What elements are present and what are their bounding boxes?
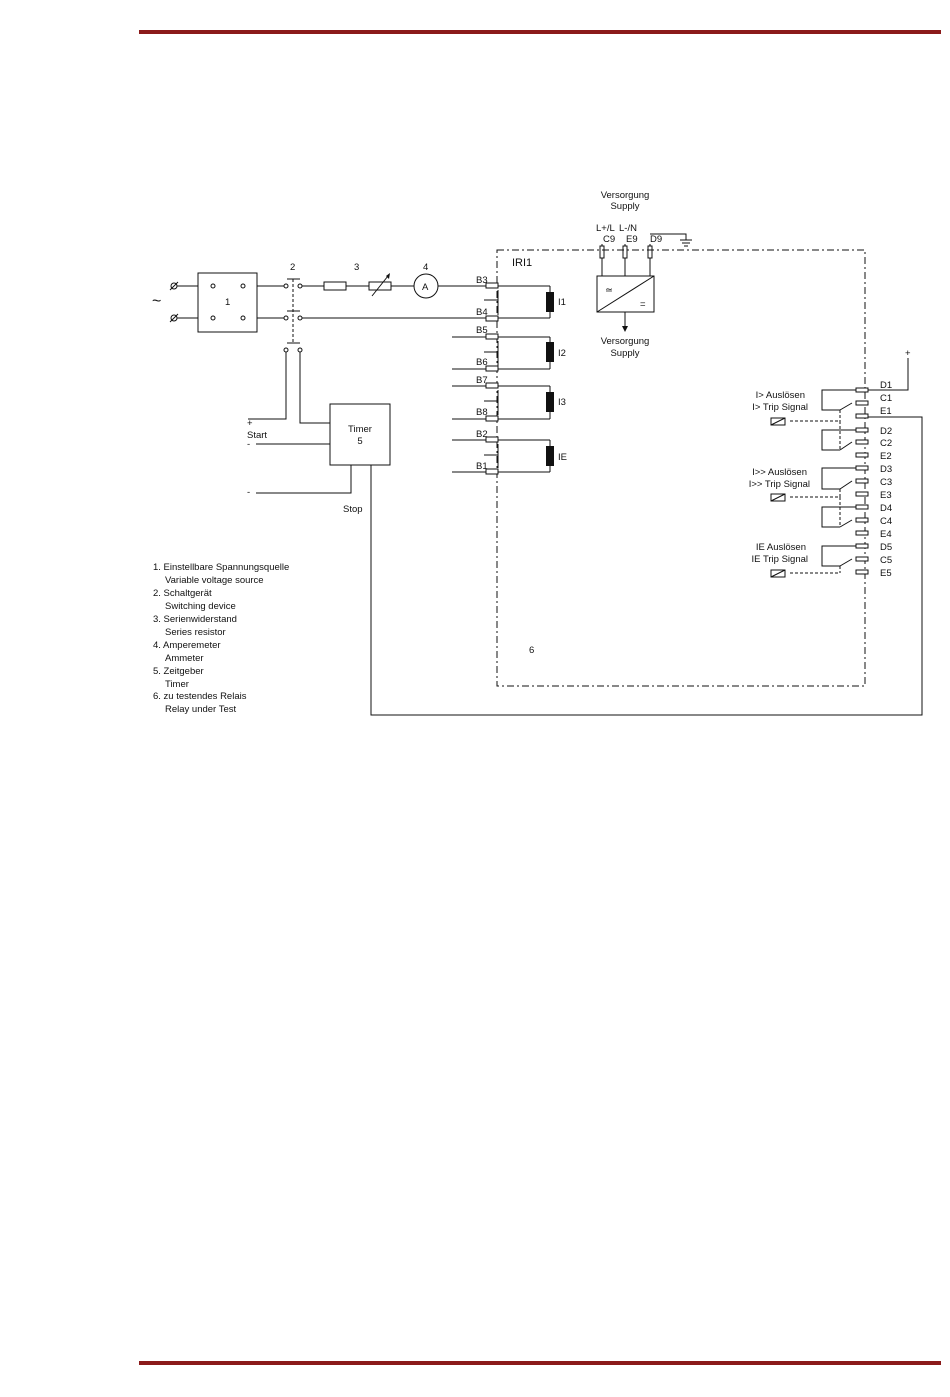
supply-top-label-en: Supply <box>610 201 639 212</box>
ie-label: IE <box>558 452 567 463</box>
resistor-number: 3 <box>354 262 359 273</box>
e2-label: E2 <box>880 451 892 462</box>
timer: Timer 5 <box>256 403 923 716</box>
legend-item-1: 1. Einstellbare Spannungsquelle <box>153 562 289 573</box>
d2-label: D2 <box>880 426 892 437</box>
relay-name: IRI1 <box>512 257 532 269</box>
legend-item-2: 2. Schaltgerät <box>153 588 212 599</box>
relay-number: 6 <box>529 645 534 656</box>
stop-minus: - <box>247 487 250 498</box>
ac-source-symbol: ~ <box>152 293 161 310</box>
e4-label: E4 <box>880 529 892 540</box>
output-contacts <box>770 358 909 578</box>
i3-label: I3 <box>558 397 566 408</box>
start-plus: + <box>247 418 253 429</box>
supply-wiring <box>599 233 692 276</box>
b4-label: B4 <box>476 307 488 318</box>
ammeter-number: 4 <box>423 262 428 273</box>
b5-label: B5 <box>476 325 488 336</box>
power-supply-converter: ≃ = <box>596 275 655 332</box>
legend-item-6-en: Relay under Test <box>165 704 236 715</box>
legend-item-2-en: Switching device <box>165 601 236 612</box>
trip3-en: IE Trip Signal <box>752 554 809 565</box>
legend-item-5-en: Timer <box>165 679 189 690</box>
top-rule <box>139 30 941 34</box>
main-circuit: A <box>248 273 486 424</box>
legend-item-4: 4. Amperemeter <box>153 640 221 651</box>
trip2-en: I>> Trip Signal <box>749 479 810 490</box>
c5-label: C5 <box>880 555 892 566</box>
ac-symbol: ≃ <box>605 285 613 296</box>
b8-label: B8 <box>476 407 488 418</box>
trip2-de: I>> Auslösen <box>752 467 807 478</box>
output-plus: + <box>905 348 911 359</box>
start-label: Start <box>247 430 267 441</box>
trip1-en: I> Trip Signal <box>752 402 808 413</box>
legend-item-6: 6. zu testendes Relais <box>153 691 247 702</box>
stop-label: Stop <box>343 504 363 515</box>
c2-label: C2 <box>880 438 892 449</box>
b2-label: B2 <box>476 429 488 440</box>
timer-label: Timer <box>348 424 372 435</box>
i1-label: I1 <box>558 297 566 308</box>
variable-voltage-source: 1 ~ <box>152 272 258 333</box>
source-number: 1 <box>225 297 230 308</box>
bottom-rule <box>139 1361 941 1365</box>
c1-label: C1 <box>880 393 892 404</box>
relay-boundary <box>496 249 866 687</box>
e5-label: E5 <box>880 568 892 579</box>
b3-label: B3 <box>476 275 488 286</box>
supply-bottom-label-en: Supply <box>610 348 639 359</box>
trip3-de: IE Auslösen <box>756 542 806 553</box>
d9-label: D9 <box>650 234 662 245</box>
legend-item-5: 5. Zeitgeber <box>153 666 204 677</box>
d3-label: D3 <box>880 464 892 475</box>
timer-number: 5 <box>357 436 362 447</box>
legend-item-3: 3. Serienwiderstand <box>153 614 237 625</box>
c9-label: C9 <box>603 234 615 245</box>
d5-label: D5 <box>880 542 892 553</box>
e9-label: E9 <box>626 234 638 245</box>
c3-label: C3 <box>880 477 892 488</box>
b1-label: B1 <box>476 461 488 472</box>
supply-bottom-label: Versorgung <box>601 336 650 347</box>
b7-label: B7 <box>476 375 488 386</box>
e1-label: E1 <box>880 406 892 417</box>
supply-top-label: Versorgung <box>601 190 650 201</box>
legend-item-1-en: Variable voltage source <box>165 575 264 586</box>
c4-label: C4 <box>880 516 892 527</box>
lplus-label: L+/L <box>596 223 615 234</box>
ammeter-symbol: A <box>422 282 429 293</box>
i2-label: I2 <box>558 348 566 359</box>
legend-item-3-en: Series resistor <box>165 627 226 638</box>
d4-label: D4 <box>880 503 892 514</box>
legend-item-4-en: Ammeter <box>165 653 204 664</box>
dc-symbol: = <box>640 299 646 310</box>
current-inputs <box>452 282 554 475</box>
legend: 1. Einstellbare Spannungsquelle Variable… <box>153 562 289 715</box>
lminus-label: L-/N <box>619 223 637 234</box>
switch-number: 2 <box>290 262 295 273</box>
start-minus: - <box>247 439 250 450</box>
d1-label: D1 <box>880 380 892 391</box>
e3-label: E3 <box>880 490 892 501</box>
b6-label: B6 <box>476 357 488 368</box>
trip1-de: I> Auslösen <box>756 390 805 401</box>
